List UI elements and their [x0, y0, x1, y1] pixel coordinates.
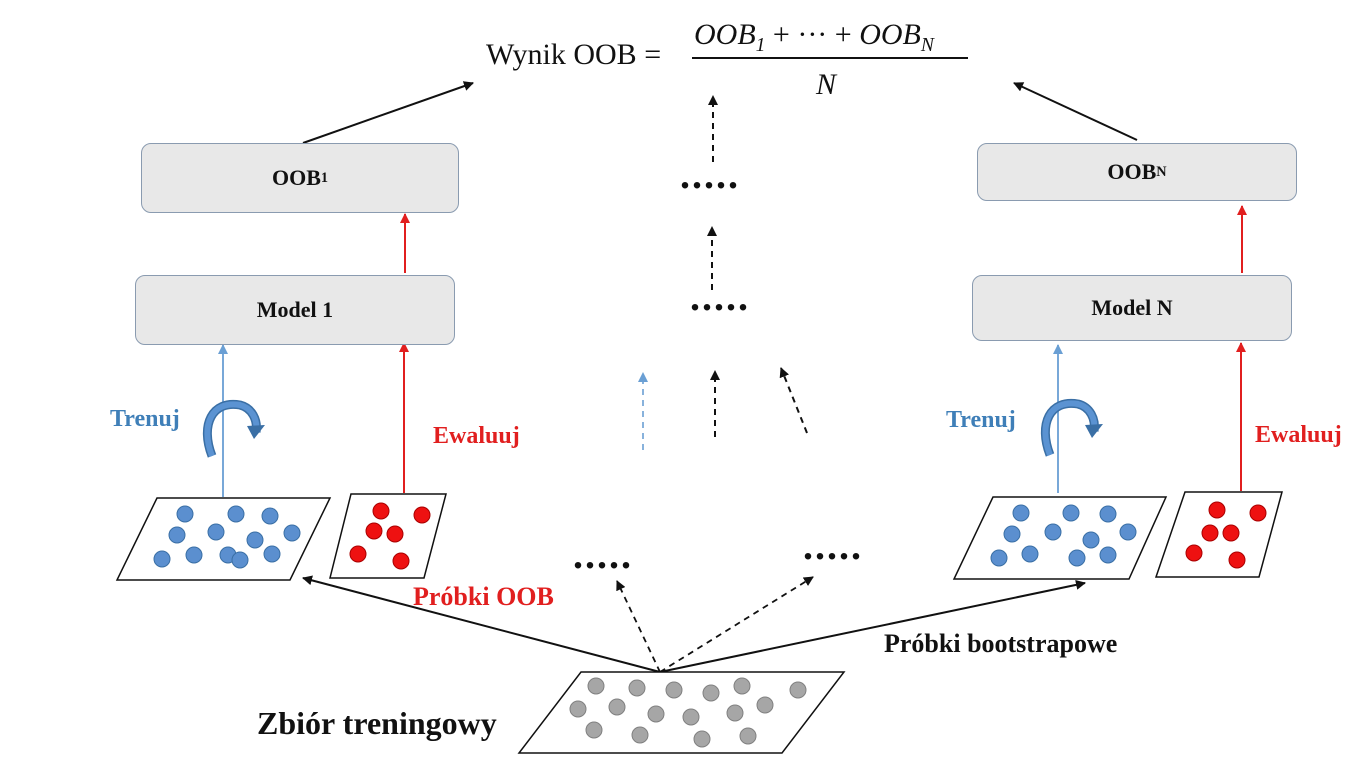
sample-dot [365, 522, 383, 540]
arrow-oob1-to-score [302, 81, 474, 144]
sample-dot [231, 551, 249, 569]
oob-n-label: OOB [1107, 159, 1157, 184]
sample-dot [372, 502, 390, 520]
train-label-left: Trenuj [110, 406, 180, 432]
sample-dot [726, 704, 744, 722]
sample-dot [227, 505, 245, 523]
oob-n-sub: N [1156, 163, 1167, 180]
sample-dot [585, 721, 603, 739]
sample-dot [693, 730, 711, 748]
sample-dot [1201, 524, 1219, 542]
fraction-bar [692, 57, 968, 59]
training-set [517, 671, 846, 754]
sample-dot [647, 705, 665, 723]
formula-oob-first: OOB [694, 18, 756, 51]
arrow-training-to-right-bootstrap [659, 579, 1086, 673]
left-oob-sample [329, 493, 447, 579]
oob-samples-label: Próbki OOB [413, 582, 554, 611]
sample-dot [349, 545, 367, 563]
sample-dot [261, 507, 279, 525]
sample-dot [1062, 504, 1080, 522]
arrow-training-dashed-right [659, 576, 814, 673]
sample-dot [1099, 546, 1117, 564]
ellipsis-bottom-right: ..... [803, 523, 863, 568]
formula-oob-last-sub: N [920, 35, 934, 56]
right-oob-sample [1154, 491, 1283, 578]
sample-dot [733, 677, 751, 695]
arrow-middle-right [779, 367, 808, 434]
rotate-icon-right [1040, 398, 1103, 457]
formula-oob-first-sub: 1 [755, 35, 766, 56]
sample-dot [1044, 523, 1062, 541]
arrow-training-dashed-left [616, 580, 661, 673]
sample-dot [608, 698, 626, 716]
ellipsis-second: ..... [690, 274, 750, 319]
eval-label-left: Ewaluuj [433, 423, 520, 449]
oob-1-sub: 1 [320, 169, 329, 186]
sample-dot [1119, 523, 1137, 541]
sample-dot [628, 679, 646, 697]
sample-dot [702, 684, 720, 702]
sample-dot [1249, 504, 1267, 522]
sample-dot [413, 506, 431, 524]
ellipsis-top: ..... [680, 152, 740, 197]
sample-dot [1021, 545, 1039, 563]
sample-dot [263, 545, 281, 563]
sample-dot [631, 726, 649, 744]
sample-dot [569, 700, 587, 718]
sample-dot [1208, 501, 1226, 519]
formula-numerator: OOB1 + ··· + OOBN [694, 18, 934, 57]
sample-dot [682, 708, 700, 726]
sample-dot [153, 550, 171, 568]
rotate-icon-left [202, 399, 265, 458]
model-1-box: Model 1 [135, 275, 455, 345]
sample-dot [756, 696, 774, 714]
sample-dot [1012, 504, 1030, 522]
sample-dot [207, 523, 225, 541]
sample-dot [168, 526, 186, 544]
sample-dot [392, 552, 410, 570]
model-n-box: Model N [972, 275, 1292, 341]
sample-dot [789, 681, 807, 699]
sample-dot [990, 549, 1008, 567]
sample-dot [1185, 544, 1203, 562]
bootstrap-samples-label: Próbki bootstrapowe [884, 629, 1118, 658]
sample-dot [665, 681, 683, 699]
sample-dot [1222, 524, 1240, 542]
sample-dot [1099, 505, 1117, 523]
oob-1-label: OOB [271, 165, 321, 190]
formula-oob-last: OOB [859, 18, 921, 51]
formula-denominator: N [816, 68, 837, 101]
sample-dot [1003, 525, 1021, 543]
sample-dot [1068, 549, 1086, 567]
arrow-oobn-to-score [1013, 82, 1138, 141]
right-bootstrap-sample [952, 496, 1168, 580]
sample-dot [176, 505, 194, 523]
sample-dot [1228, 551, 1246, 569]
left-bootstrap-sample [115, 497, 332, 581]
sample-dot [246, 531, 264, 549]
sample-dot [739, 727, 757, 745]
sample-dot [283, 524, 301, 542]
sample-dot [185, 546, 203, 564]
eval-label-right: Ewaluuj [1255, 422, 1342, 448]
training-set-label: Zbiór treningowy [257, 705, 497, 741]
arrow-training-to-left-bootstrap [302, 575, 661, 673]
formula-plus-ellipsis: + ··· + [765, 18, 860, 51]
train-label-right: Trenuj [946, 407, 1016, 433]
sample-dot [587, 677, 605, 695]
sample-dot [386, 525, 404, 543]
sample-dot [1082, 531, 1100, 549]
formula-lhs: Wynik OOB = [486, 38, 662, 71]
ellipsis-bottom-left: ..... [573, 532, 633, 577]
model-n-label: Model N [1091, 295, 1173, 320]
model-1-label: Model 1 [256, 297, 334, 322]
